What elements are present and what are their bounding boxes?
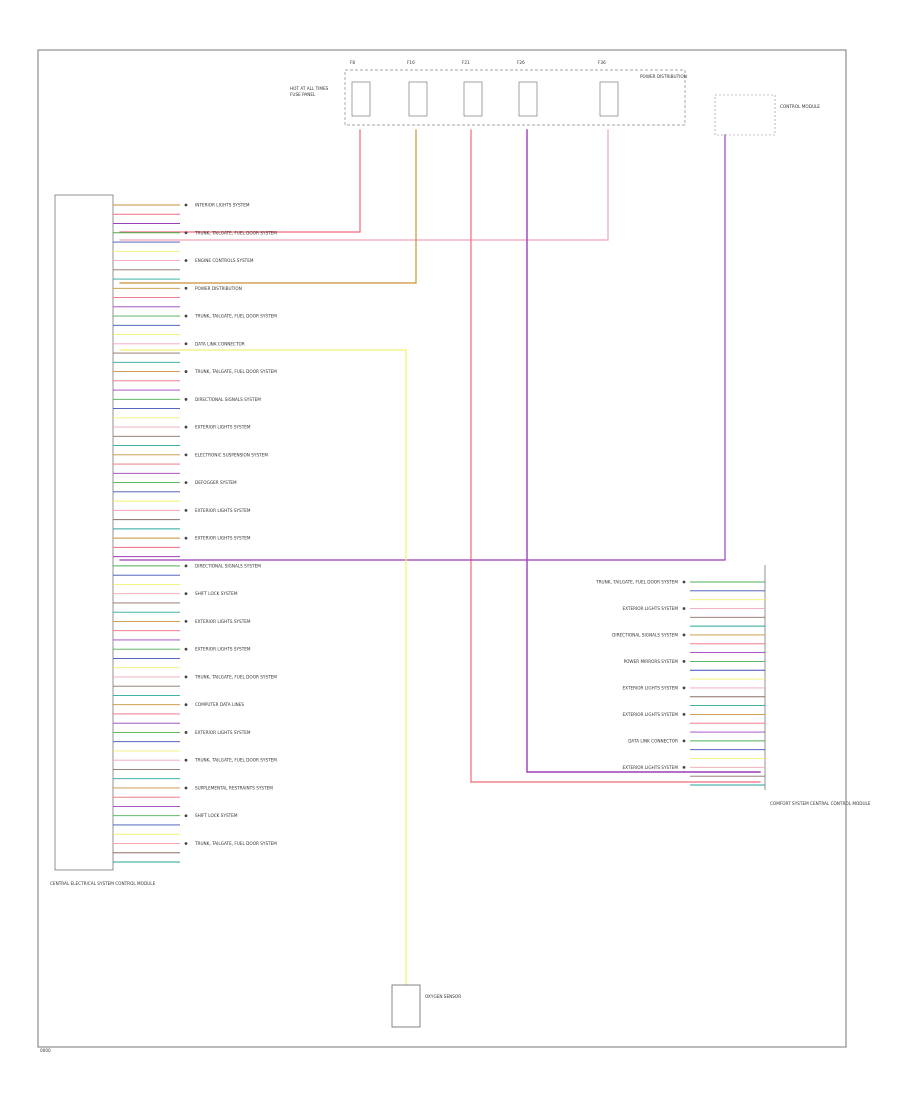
left-pin-connector bbox=[184, 703, 188, 707]
fuse-f8: F8 bbox=[350, 60, 371, 117]
right-pin-label: DIRECTIONAL SIGNALS SYSTEM bbox=[612, 632, 678, 637]
fuse-panel-label: HOT AT ALL TIMES bbox=[290, 86, 329, 91]
wire-f8-red bbox=[119, 129, 361, 233]
right-module-label: COMFORT SYSTEM CENTRAL CONTROL MODULE bbox=[770, 801, 871, 806]
wire-relay-violet bbox=[119, 134, 726, 561]
left-pin-connector bbox=[184, 620, 188, 623]
left-pin-connector bbox=[184, 675, 188, 679]
left-pin-connector bbox=[184, 481, 188, 485]
fuse-f16: F16 bbox=[407, 60, 428, 117]
right-pin-connector bbox=[682, 633, 686, 637]
relay-label: CONTROL MODULE bbox=[780, 104, 820, 109]
left-pin-connector bbox=[184, 370, 188, 373]
fuse-f26-label: F26 bbox=[517, 60, 525, 65]
left-pin-connector bbox=[184, 564, 188, 568]
fuse-f16-label: F16 bbox=[407, 60, 415, 65]
right-pin-connector bbox=[682, 739, 686, 743]
left-pin-label: COMPUTER DATA LINES bbox=[195, 702, 244, 707]
left-pin-label: TRUNK, TAILGATE, FUEL DOOR SYSTEM bbox=[194, 841, 277, 846]
left-pin-connector bbox=[184, 453, 188, 457]
left-module-label: CENTRAL ELECTRICAL SYSTEM CONTROL MODULE bbox=[50, 881, 156, 886]
left-pin-label: DIRECTIONAL SIGNALS SYSTEM bbox=[195, 397, 261, 402]
left-pin-connector bbox=[184, 842, 188, 845]
left-pin-connector bbox=[184, 286, 188, 290]
right-pin-connector bbox=[682, 712, 686, 716]
fuse-f36: F36 bbox=[598, 60, 619, 117]
left-pin-connector bbox=[184, 592, 188, 596]
right-pin-label: EXTERIOR LIGHTS SYSTEM bbox=[622, 712, 678, 717]
left-pin-label: TRUNK, TAILGATE, FUEL DOOR SYSTEM bbox=[194, 674, 277, 679]
fuse-f8-label: F8 bbox=[350, 60, 355, 65]
left-pin-label: POWER DISTRIBUTION bbox=[195, 286, 242, 291]
wire-f16-orange bbox=[119, 129, 417, 284]
left-pin-label: TRUNK, TAILGATE, FUEL DOOR SYSTEM bbox=[194, 314, 277, 319]
diagram-code: 0000 bbox=[40, 1048, 51, 1053]
right-control-module: COMFORT SYSTEM CENTRAL CONTROL MODULE TR… bbox=[595, 565, 871, 806]
fuse-f36-label: F36 bbox=[598, 60, 606, 65]
right-pin-label: EXTERIOR LIGHTS SYSTEM bbox=[622, 765, 678, 770]
right-pin-label: EXTERIOR LIGHTS SYSTEM bbox=[622, 685, 678, 690]
right-pin-label: POWER MIRRORS SYSTEM bbox=[624, 659, 679, 664]
left-pin-label: DIRECTIONAL SIGNALS SYSTEM bbox=[195, 563, 261, 568]
left-pin-label: EXTERIOR LIGHTS SYSTEM bbox=[195, 536, 251, 541]
left-pin-label: TRUNK, TAILGATE, FUEL DOOR SYSTEM bbox=[194, 369, 277, 374]
left-pin-connector bbox=[184, 342, 188, 346]
left-pin-label: EXTERIOR LIGHTS SYSTEM bbox=[195, 730, 251, 735]
fuse-panel-sub: FUSE PANEL bbox=[290, 92, 316, 97]
left-pin-connector bbox=[184, 786, 188, 790]
wire-f21-red bbox=[470, 129, 761, 783]
right-pin-label: DATA LINK CONNECTOR bbox=[628, 738, 678, 743]
left-pin-label: TRUNK, TAILGATE, FUEL DOOR SYSTEM bbox=[194, 758, 277, 763]
right-pin-connector bbox=[682, 686, 686, 690]
left-pin-label: EXTERIOR LIGHTS SYSTEM bbox=[195, 425, 251, 430]
fuse-f21: F21 bbox=[462, 60, 483, 117]
left-control-module: CENTRAL ELECTRICAL SYSTEM CONTROL MODULE… bbox=[50, 194, 277, 886]
left-pin-label: ELECTRONIC SUSPENSION SYSTEM bbox=[195, 452, 268, 457]
left-pin-label: SHIFT LOCK SYSTEM bbox=[195, 591, 238, 596]
left-pin-connector bbox=[184, 814, 188, 818]
right-pin-label: TRUNK, TAILGATE, FUEL DOOR SYSTEM bbox=[595, 580, 678, 585]
diagram-frame bbox=[37, 49, 847, 1048]
left-pin-connector bbox=[184, 425, 188, 429]
left-pin-label: EXTERIOR LIGHTS SYSTEM bbox=[195, 647, 251, 652]
oxygen-sensor: OXYGEN SENSOR bbox=[391, 984, 461, 1028]
left-pin-label: TRUNK, TAILGATE, FUEL DOOR SYSTEM bbox=[194, 230, 277, 235]
left-pin-label: SHIFT LOCK SYSTEM bbox=[195, 813, 238, 818]
left-pin-connector bbox=[184, 203, 188, 207]
right-pin-connector bbox=[682, 660, 686, 663]
right-pin-connector bbox=[682, 580, 686, 584]
right-pin-connector bbox=[682, 765, 686, 769]
left-pin-connector bbox=[184, 536, 188, 540]
fuse-f21-label: F21 bbox=[462, 60, 470, 65]
left-pin-label: ENGINE CONTROLS SYSTEM bbox=[195, 258, 254, 263]
left-pin-connector bbox=[184, 508, 188, 512]
left-pin-label: EXTERIOR LIGHTS SYSTEM bbox=[195, 619, 251, 624]
left-pin-label: EXTERIOR LIGHTS SYSTEM bbox=[195, 508, 251, 513]
left-pin-connector bbox=[184, 647, 188, 651]
left-pin-connector bbox=[184, 397, 188, 401]
left-pin-connector bbox=[184, 314, 188, 318]
left-pin-connector bbox=[184, 731, 188, 734]
relay-box: CONTROL MODULE bbox=[714, 94, 820, 136]
wire-f36-pink bbox=[119, 129, 609, 241]
left-pin-connector bbox=[184, 231, 188, 235]
right-pin-connector bbox=[682, 607, 686, 610]
left-pin-label: SUPPLEMENTAL RESTRAINTS SYSTEM bbox=[195, 785, 273, 790]
wire-f26-violet bbox=[526, 129, 761, 773]
fuse-f26: F26 bbox=[517, 60, 538, 117]
oxygen-sensor-label: OXYGEN SENSOR bbox=[425, 994, 461, 999]
right-pin-label: EXTERIOR LIGHTS SYSTEM bbox=[622, 606, 678, 611]
power-dist-label: POWER DISTRIBUTION bbox=[640, 74, 687, 79]
left-pin-label: DEFOGGER SYSTEM bbox=[195, 480, 237, 485]
left-pin-connector bbox=[184, 259, 188, 262]
left-pin-connector bbox=[184, 758, 188, 762]
fuse-panel: HOT AT ALL TIMES FUSE PANEL POWER DISTRI… bbox=[290, 69, 687, 126]
left-pin-label: INTERIOR LIGHTS SYSTEM bbox=[195, 203, 250, 208]
wire-yellow-sensor bbox=[119, 349, 407, 986]
left-pin-label: DATA LINK CONNECTOR bbox=[195, 341, 245, 346]
